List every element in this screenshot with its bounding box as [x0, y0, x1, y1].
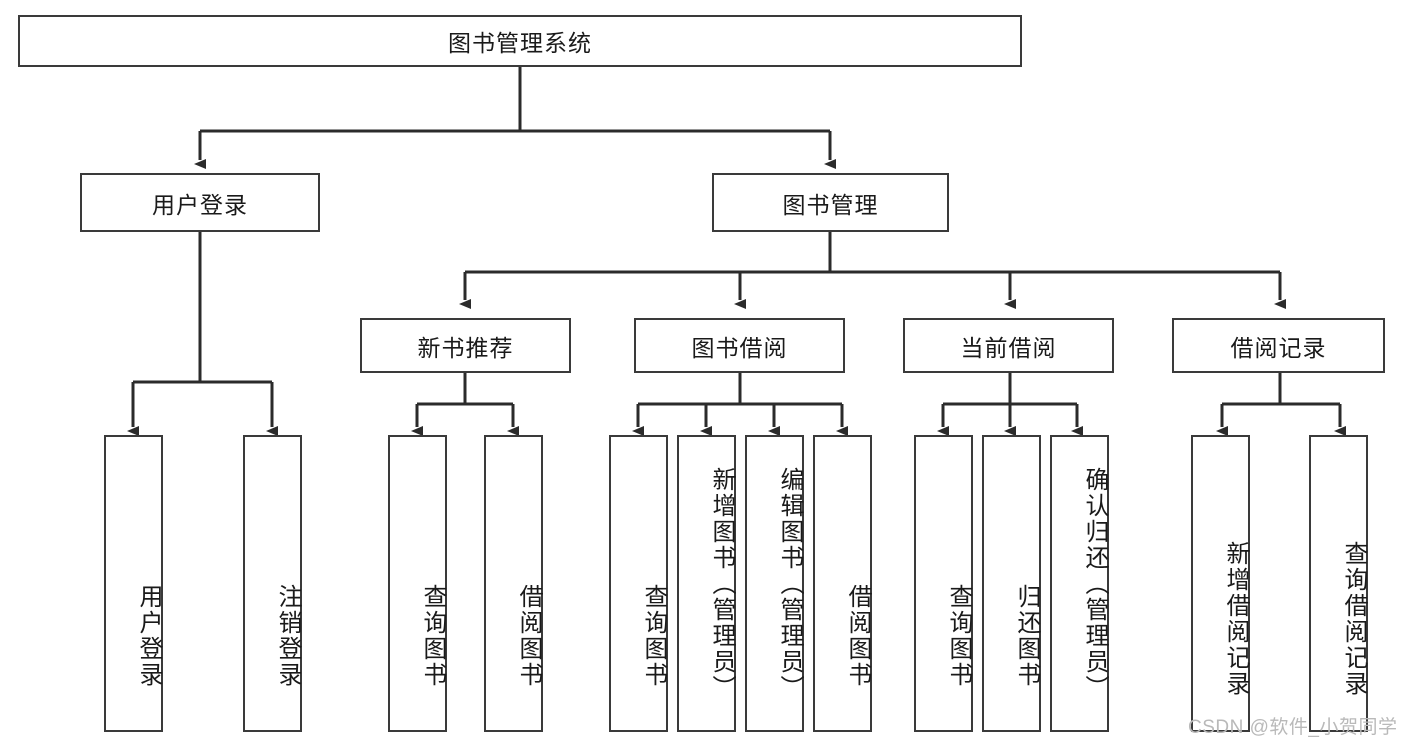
- node-leaf-confirm-return-label: 确认归还（管理员）: [1081, 466, 1108, 701]
- node-leaf-query-book-1[interactable]: 查询图书: [388, 435, 447, 732]
- node-leaf-edit-book[interactable]: 编辑图书（管理员）: [745, 435, 804, 732]
- node-leaf-query-record-label: 查询借阅记录: [1340, 540, 1367, 697]
- node-leaf-query-book-3-label: 查询图书: [945, 584, 972, 688]
- node-leaf-add-record[interactable]: 新增借阅记录: [1191, 435, 1250, 732]
- node-new-book-recommend[interactable]: 新书推荐: [360, 318, 571, 373]
- node-current-borrow-label: 当前借阅: [960, 334, 1057, 361]
- node-leaf-user-login[interactable]: 用户登录: [104, 435, 163, 732]
- node-leaf-logout[interactable]: 注销登录: [243, 435, 302, 732]
- node-leaf-query-book-3[interactable]: 查询图书: [914, 435, 973, 732]
- node-user-login-label: 用户登录: [152, 191, 248, 218]
- node-leaf-borrow-book-2[interactable]: 借阅图书: [813, 435, 872, 732]
- node-leaf-query-book-2[interactable]: 查询图书: [609, 435, 668, 732]
- watermark: CSDN @软件_小贺同学: [1188, 717, 1398, 738]
- node-book-borrow-label: 图书借阅: [691, 334, 788, 361]
- node-borrow-record-label: 借阅记录: [1230, 334, 1327, 361]
- node-leaf-add-book-label: 新增图书（管理员）: [708, 466, 735, 701]
- node-book-management-label: 图书管理: [782, 191, 879, 218]
- node-user-login[interactable]: 用户登录: [80, 173, 320, 232]
- node-leaf-query-book-1-label: 查询图书: [419, 584, 446, 688]
- node-leaf-return-book[interactable]: 归还图书: [982, 435, 1041, 732]
- node-leaf-add-record-label: 新增借阅记录: [1222, 540, 1249, 697]
- node-root[interactable]: 图书管理系统: [18, 15, 1022, 67]
- node-current-borrow[interactable]: 当前借阅: [903, 318, 1114, 373]
- node-leaf-edit-book-label: 编辑图书（管理员）: [776, 466, 803, 701]
- node-leaf-query-record[interactable]: 查询借阅记录: [1309, 435, 1368, 732]
- node-book-management[interactable]: 图书管理: [712, 173, 949, 232]
- node-new-book-recommend-label: 新书推荐: [417, 334, 514, 361]
- node-leaf-borrow-book-2-label: 借阅图书: [844, 584, 871, 688]
- node-leaf-return-book-label: 归还图书: [1013, 584, 1040, 688]
- node-leaf-query-book-2-label: 查询图书: [640, 584, 667, 688]
- node-leaf-confirm-return[interactable]: 确认归还（管理员）: [1050, 435, 1109, 732]
- node-book-borrow[interactable]: 图书借阅: [634, 318, 845, 373]
- node-leaf-logout-label: 注销登录: [274, 584, 301, 688]
- node-leaf-borrow-book-1[interactable]: 借阅图书: [484, 435, 543, 732]
- node-leaf-borrow-book-1-label: 借阅图书: [515, 584, 542, 688]
- node-root-label: 图书管理系统: [448, 30, 592, 56]
- node-leaf-add-book[interactable]: 新增图书（管理员）: [677, 435, 736, 732]
- node-borrow-record[interactable]: 借阅记录: [1172, 318, 1385, 373]
- node-leaf-user-login-label: 用户登录: [135, 584, 162, 688]
